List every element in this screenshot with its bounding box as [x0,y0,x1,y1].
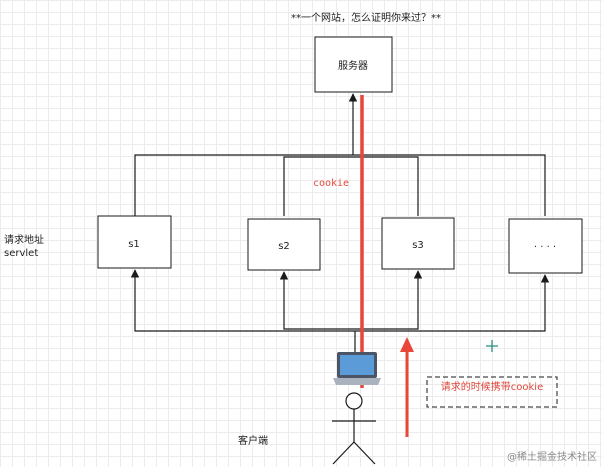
server-label: 服务器 [338,59,368,72]
cookie-up-arrow-head [400,337,414,352]
cookie-label: cookie [313,178,349,189]
side-label-request: 请求地址 [4,233,44,246]
bottom-bus-outer [130,269,550,332]
laptop-icon [333,352,381,385]
top-bus-inner [283,156,419,216]
servlet-label-s2: s2 [278,241,290,252]
crosshair-cursor-icon [486,340,498,352]
server-box[interactable] [314,36,393,93]
servlet-label-more: · · · · [534,242,556,253]
cookie-note-text: 请求的时候携带cookie [441,380,543,393]
bottom-bus-inner [279,270,423,330]
cookie-note-box[interactable] [426,376,558,408]
servlet-label-s3: s3 [412,240,424,251]
watermark: @稀土掘金技术社区 [507,450,597,463]
servlet-label-s1: s1 [128,239,140,250]
top-bus-outer [134,154,546,216]
stick-figure-icon [332,392,376,465]
client-label: 客户端 [238,434,268,447]
diagram-title: **一个网站，怎么证明你来过？** [291,11,441,24]
servlet-box-more[interactable] [508,218,583,274]
servlet-box-s2[interactable] [247,218,321,271]
servlet-box-s3[interactable] [381,217,455,270]
servlet-box-s1[interactable] [97,215,172,269]
side-label-servlet: servlet [4,248,38,259]
